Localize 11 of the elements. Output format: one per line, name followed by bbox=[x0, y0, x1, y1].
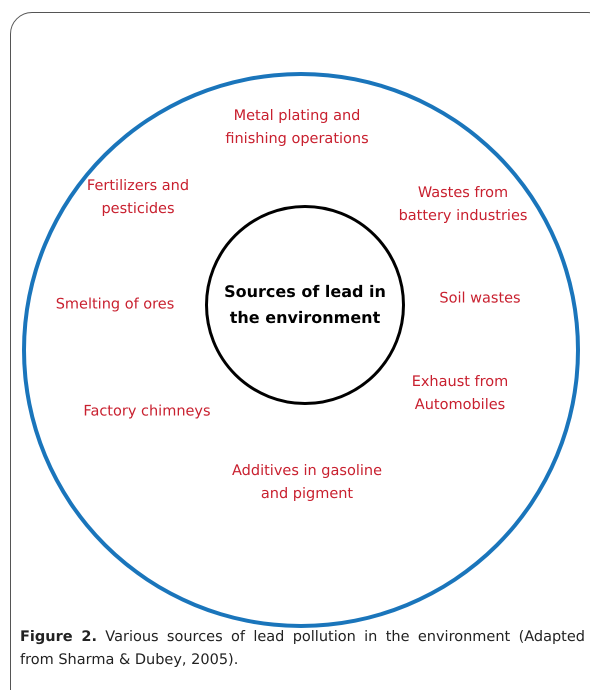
source-label: Additives in gasoline and pigment bbox=[231, 462, 383, 504]
outer-circle bbox=[22, 72, 580, 628]
source-label: Smelting of ores bbox=[56, 296, 174, 314]
figure-caption: Figure 2. Various sources of lead pollution in the environment (Adapted from Sharma & Dubey, 2005). bbox=[20, 628, 585, 670]
source-label: Soil wastes bbox=[439, 290, 521, 308]
source-label: Factory chimneys bbox=[83, 402, 211, 422]
source-label: Wastes from battery industries bbox=[398, 184, 528, 226]
source-label: Exhaust from Automobiles bbox=[410, 373, 510, 415]
source-label: Fertilizers and pesticides bbox=[86, 177, 190, 219]
center-label: Sources of lead in the environment bbox=[223, 281, 387, 329]
source-label: Metal plating and finishing operations bbox=[224, 107, 370, 149]
